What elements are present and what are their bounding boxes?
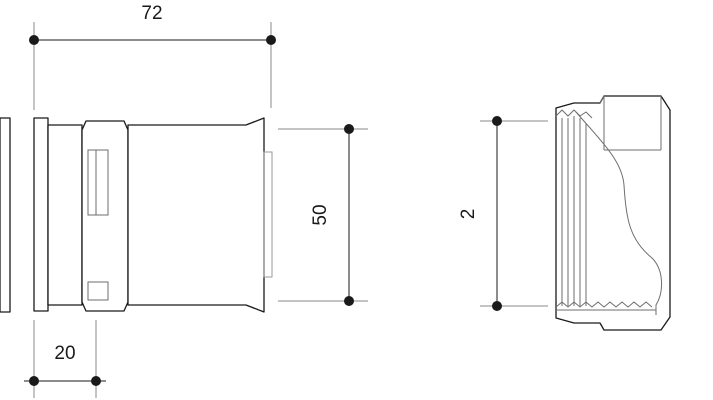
threaded-nut (555, 95, 671, 331)
clamp-slot-lower (87, 281, 109, 301)
dim-overall-length: 72 (29, 3, 276, 110)
nut-outline (555, 95, 671, 331)
dim-label-50: 50 (310, 204, 331, 225)
clamp-slot-upper (87, 149, 109, 216)
dim-label-2: 2 (458, 209, 479, 220)
wall-plate (0, 117, 11, 313)
dim-pipe-diameter: 50 (278, 124, 368, 306)
dim-collar-width: 20 (24, 320, 106, 398)
adaptor-side-view (0, 117, 273, 313)
dim-label-20: 20 (54, 343, 75, 364)
dim-thread-size: 2 (458, 116, 548, 311)
neck (47, 124, 83, 306)
socket-body (127, 117, 265, 313)
pipe-stub (263, 151, 273, 278)
nut-cut-curve (575, 111, 662, 315)
dim-label-72: 72 (141, 3, 162, 24)
flange (33, 117, 49, 312)
